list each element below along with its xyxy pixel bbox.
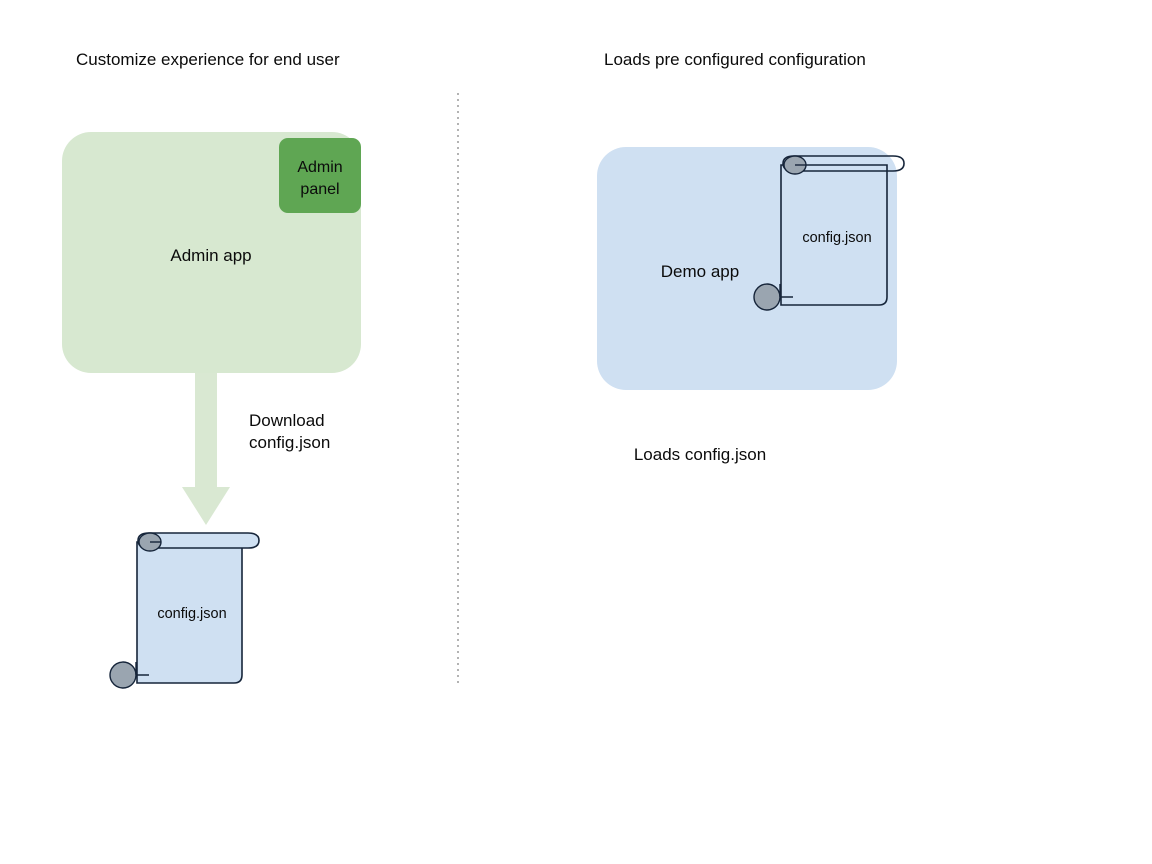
download-arrow-label-line1: Download (249, 411, 325, 430)
right-panel-title: Loads pre configured configuration (604, 50, 866, 69)
left-config-document[interactable]: config.json (109, 532, 260, 689)
admin-panel-label-line2: panel (300, 181, 339, 198)
left-document-label: config.json (157, 606, 226, 622)
left-panel-title: Customize experience for end user (76, 50, 340, 69)
admin-app-label: Admin app (170, 246, 251, 265)
right-panel-caption: Loads config.json (634, 445, 766, 464)
left-document-bottom-knob-notch (135, 662, 149, 676)
left-document-body (136, 541, 243, 684)
left-document-bottom-knob (109, 661, 137, 689)
right-document-top-roll (782, 155, 905, 172)
right-document-bottom-knob-notch (779, 284, 793, 298)
right-config-document[interactable]: config.json (753, 155, 905, 311)
right-document-body (780, 164, 888, 306)
admin-panel-box[interactable] (279, 138, 361, 213)
admin-panel-label-line1: Admin (297, 159, 342, 176)
right-document-label: config.json (802, 230, 871, 246)
right-document-bottom-knob (753, 283, 781, 311)
demo-app-label: Demo app (661, 262, 739, 281)
left-document-top-roll (137, 532, 260, 549)
demo-app-box[interactable] (597, 147, 897, 390)
download-arrow (182, 373, 230, 525)
download-arrow-label-line2: config.json (249, 433, 330, 452)
